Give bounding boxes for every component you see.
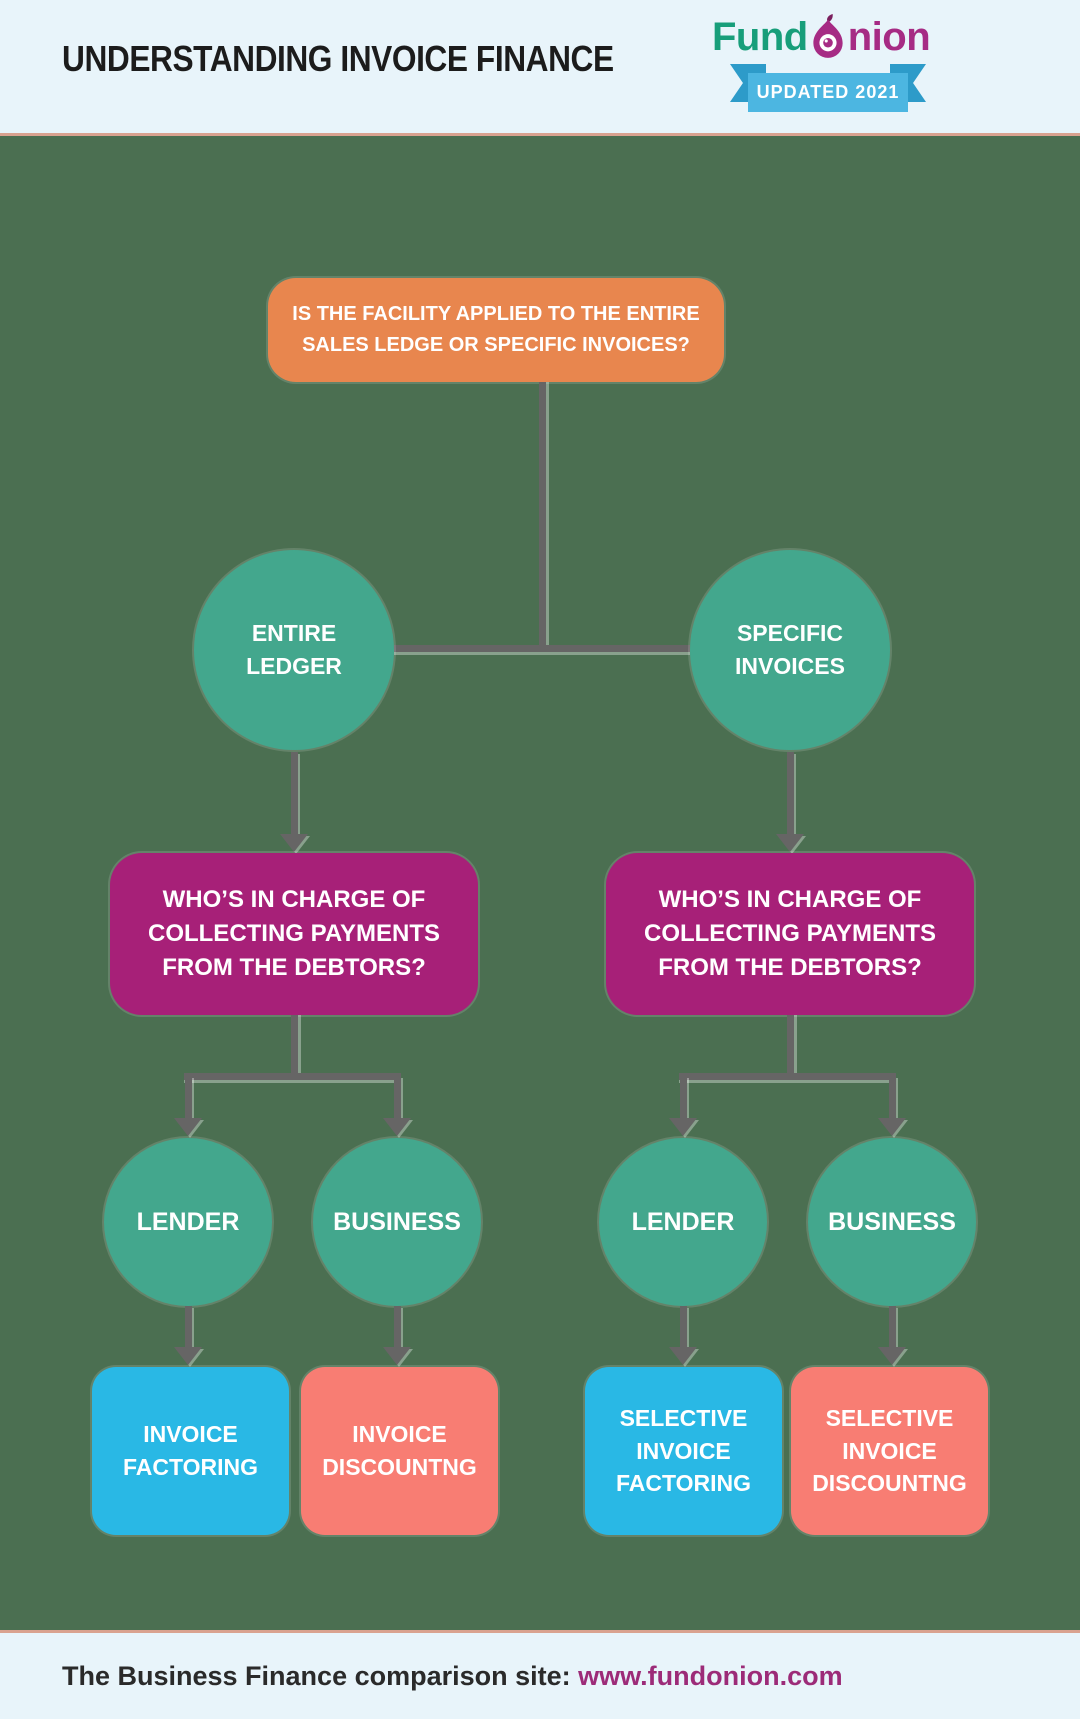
invoice-discounting-label: INVOICE DISCOUNTNG <box>322 1421 477 1480</box>
top-separator-line <box>0 133 1080 136</box>
right-lender-circle: LENDER <box>599 1138 767 1306</box>
connector-left-split-bar <box>184 1073 401 1080</box>
logo-word-fund: Fund <box>712 14 808 59</box>
arrow-to-selective-discounting <box>878 1306 906 1365</box>
invoice-factoring-label: INVOICE FACTORING <box>122 1421 259 1480</box>
header: UNDERSTANDING INVOICE FINANCE Fund nion … <box>0 0 1080 133</box>
left-question-box: WHO’S IN CHARGE OF COLLECTING PAYMENTS F… <box>110 853 478 1015</box>
root-question-box: IS THE FACILITY APPLIED TO THE ENTIRE SA… <box>268 278 724 382</box>
arrow-to-invoice-factoring <box>174 1306 202 1365</box>
entire-ledger-circle: ENTIRE LEDGER <box>194 550 394 750</box>
right-business-label: BUSINESS <box>828 1207 956 1236</box>
arrow-right-to-question <box>776 752 804 852</box>
right-question-text: WHO’S IN CHARGE OF COLLECTING PAYMENTS F… <box>643 885 937 982</box>
connector-right-split-stem <box>787 1015 794 1076</box>
selective-invoice-factoring-label: SELECTIVE INVOICE FACTORING <box>615 1405 752 1497</box>
arrow-head <box>174 1118 202 1136</box>
right-lender-label: LENDER <box>631 1207 735 1236</box>
arrow-shaft <box>184 1076 192 1118</box>
arrow-head <box>878 1118 906 1136</box>
arrow-left-to-question <box>280 752 308 852</box>
arrow-shaft <box>290 752 298 834</box>
ribbon-badge: UPDATED 2021 <box>748 73 908 112</box>
arrow-left-to-business <box>383 1076 411 1136</box>
arrow-right-to-lender <box>669 1076 697 1136</box>
left-lender-circle: LENDER <box>104 1138 272 1306</box>
connector-root-crossbar <box>394 645 690 652</box>
footer-website-link[interactable]: www.fundonion.com <box>578 1660 843 1691</box>
updated-ribbon: UPDATED 2021 <box>730 64 926 112</box>
right-business-circle: BUSINESS <box>808 1138 976 1306</box>
fundonion-logo: Fund nion <box>712 14 931 60</box>
arrow-head <box>280 834 308 852</box>
arrow-shaft <box>679 1306 687 1347</box>
arrow-shaft <box>888 1306 896 1347</box>
selective-invoice-discounting-box: SELECTIVE INVOICE DISCOUNTNG <box>791 1367 988 1535</box>
left-lender-label: LENDER <box>136 1207 240 1236</box>
connector-left-split-stem <box>291 1015 298 1076</box>
arrow-head <box>669 1118 697 1136</box>
arrow-right-to-business <box>878 1076 906 1136</box>
arrow-to-selective-factoring <box>669 1306 697 1365</box>
arrow-head <box>878 1347 906 1365</box>
arrow-shaft <box>184 1306 192 1347</box>
onion-icon <box>813 14 843 58</box>
flowchart-canvas: IS THE FACILITY APPLIED TO THE ENTIRE SA… <box>0 136 1080 1630</box>
selective-invoice-discounting-label: SELECTIVE INVOICE DISCOUNTNG <box>812 1405 967 1497</box>
arrow-shaft <box>679 1076 687 1118</box>
arrow-head <box>776 834 804 852</box>
logo-word-nion: nion <box>847 14 931 59</box>
left-question-text: WHO’S IN CHARGE OF COLLECTING PAYMENTS F… <box>147 885 441 982</box>
arrow-shaft <box>393 1306 401 1347</box>
bottom-separator-line <box>0 1630 1080 1633</box>
arrow-to-invoice-discounting <box>383 1306 411 1365</box>
arrow-shaft <box>393 1076 401 1118</box>
arrow-shaft <box>888 1076 896 1118</box>
selective-invoice-factoring-box: SELECTIVE INVOICE FACTORING <box>585 1367 782 1535</box>
arrow-shaft <box>786 752 794 834</box>
connector-root-stem <box>539 382 546 648</box>
specific-invoices-label: SPECIFIC INVOICES <box>735 619 845 679</box>
footer-tagline: The Business Finance comparison site: <box>62 1660 579 1691</box>
arrow-left-to-lender <box>174 1076 202 1136</box>
connector-right-split-bar <box>679 1073 896 1080</box>
right-question-box: WHO’S IN CHARGE OF COLLECTING PAYMENTS F… <box>606 853 974 1015</box>
arrow-head <box>669 1347 697 1365</box>
arrow-head <box>174 1347 202 1365</box>
arrow-head <box>383 1118 411 1136</box>
left-business-circle: BUSINESS <box>313 1138 481 1306</box>
root-question-text: IS THE FACILITY APPLIED TO THE ENTIRE SA… <box>292 303 700 356</box>
footer: The Business Finance comparison site: ww… <box>0 1633 1080 1719</box>
specific-invoices-circle: SPECIFIC INVOICES <box>690 550 890 750</box>
page-title: UNDERSTANDING INVOICE FINANCE <box>62 38 614 79</box>
left-business-label: BUSINESS <box>333 1207 461 1236</box>
entire-ledger-label: ENTIRE LEDGER <box>246 619 342 679</box>
invoice-discounting-box: INVOICE DISCOUNTNG <box>301 1367 498 1535</box>
arrow-head <box>383 1347 411 1365</box>
invoice-factoring-box: INVOICE FACTORING <box>92 1367 289 1535</box>
